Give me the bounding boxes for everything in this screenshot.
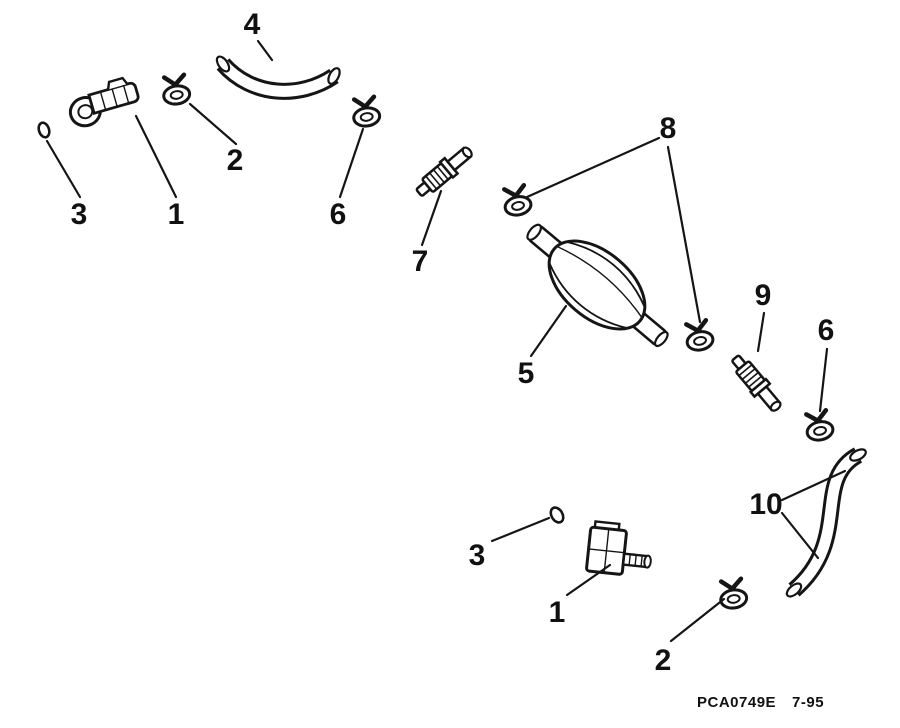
primer-bulb [526, 223, 669, 348]
part-label-10: 10 [749, 488, 783, 521]
spring-clamp-8-right [683, 320, 714, 353]
part-label-2-top: 2 [226, 144, 244, 177]
o-ring-3-bottom [549, 506, 565, 524]
part-label-6-right: 6 [817, 314, 835, 347]
spring-clamp-2-bottom [718, 578, 748, 609]
part-label-1-bottom: 1 [548, 596, 566, 629]
drawing-code-date: 7-95 [792, 694, 825, 711]
part-label-4: 4 [243, 8, 261, 41]
leader-line-1-top [134, 114, 178, 199]
leader-line-5 [529, 304, 568, 358]
o-ring-3-top [37, 121, 51, 139]
part-label-9: 9 [754, 279, 772, 312]
barbed-fitting-9 [726, 350, 787, 417]
part-label-6-left: 6 [329, 198, 347, 231]
drawing-code-number: PCA0749E [697, 694, 777, 711]
leader-line-10-top [780, 469, 847, 502]
leader-line-10-bottom [780, 511, 820, 560]
leader-line-3-top [45, 139, 82, 199]
spring-clamp-8-left [501, 185, 532, 218]
leader-line-2-bottom [669, 597, 726, 643]
leader-line-7 [420, 189, 443, 247]
part-label-8: 8 [659, 112, 677, 145]
leader-line-1-bottom [565, 563, 612, 597]
drawing-code: PCA0749E 7-95 [697, 694, 824, 711]
leader-lines [45, 39, 847, 643]
part-label-1-top: 1 [167, 198, 185, 231]
leader-line-4 [256, 39, 274, 62]
part-label-2-bottom: 2 [654, 644, 672, 677]
fuel-hose-10 [785, 447, 867, 598]
leader-line-6-right [818, 347, 829, 413]
spring-clamp-6-left [351, 96, 381, 127]
leader-line-2-top [188, 102, 238, 146]
leader-line-3-bottom [490, 516, 551, 543]
barbed-fitting-7 [411, 141, 478, 202]
spring-clamp-2-top [161, 74, 191, 105]
leader-line-9 [756, 311, 766, 353]
leader-line-8-left [525, 136, 661, 199]
part-label-3-top: 3 [70, 198, 88, 231]
part-label-7: 7 [411, 245, 429, 278]
leader-line-6-left [338, 127, 365, 199]
leader-line-8-right [666, 145, 702, 324]
fuel-connector-1-bottom [585, 520, 652, 576]
part-label-3-bottom: 3 [468, 539, 486, 572]
spring-clamp-6-right [803, 410, 834, 443]
part-label-5: 5 [517, 357, 535, 390]
fuel-hose-4 [215, 55, 341, 100]
fuel-connector-1-top [68, 76, 140, 128]
